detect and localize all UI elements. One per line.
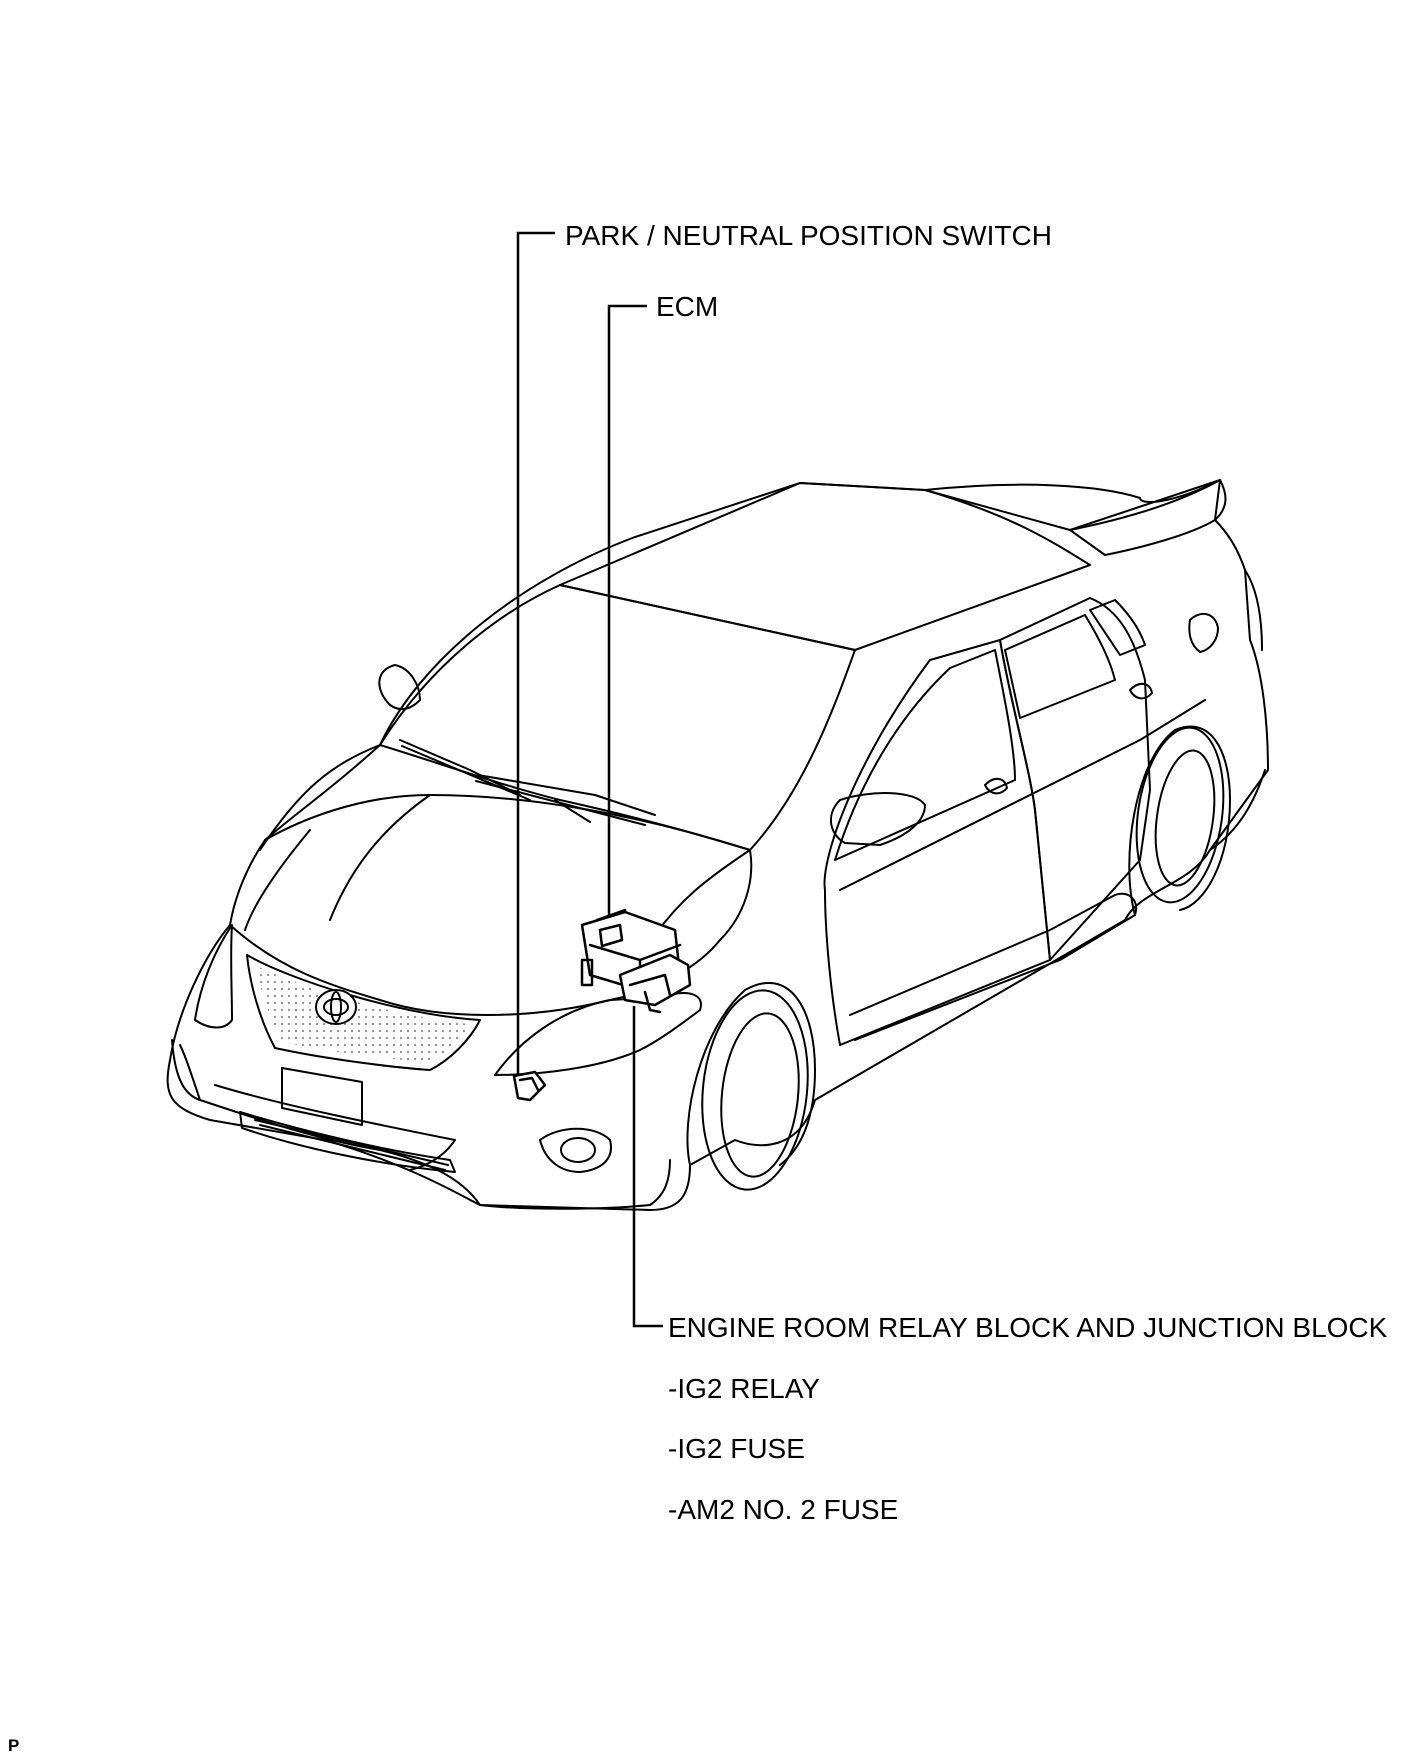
grille-mesh [255,965,470,1062]
headlamp-left [194,924,233,1029]
grille-outline [246,954,481,1071]
fog-lamp [560,1137,596,1163]
headlamp-right [494,992,702,1076]
side-mirror-right [830,792,926,846]
rear-wheel [1135,726,1225,904]
license-plate [281,1067,363,1126]
front-lower-intake [239,1111,456,1173]
front-wheel [701,989,809,1191]
relay-block [618,953,692,1014]
leader-relay-block [632,1006,663,1328]
wiper-left [399,739,531,801]
brand-emblem [315,989,357,1025]
leader-lines [516,231,663,1328]
rear-door-window [1004,614,1116,719]
rear-door-handle [1129,682,1153,700]
front-door-window [834,649,1016,861]
side-sill [849,892,1138,1041]
hood-center-crease [244,829,311,931]
ig2-fuse-label: -IG2 FUSE [668,1433,805,1464]
am2-no2-fuse-label: -AM2 NO. 2 FUSE [668,1494,899,1525]
figure-code: P [8,1736,20,1755]
roof-panel [559,482,1091,651]
front-wheel-arch [686,982,816,1166]
hood-rear-edge [259,744,751,936]
rear-quarter-window [1089,599,1146,656]
relay-block-label: ENGINE ROOM RELAY BLOCK AND JUNCTION BLO… [668,1312,1388,1343]
fuel-door [1188,612,1219,653]
rear-spoiler [1069,479,1227,556]
park-neutral-switch-label: PARK / NEUTRAL POSITION SWITCH [565,220,1052,251]
ecm-label: ECM [656,291,719,322]
rear-wheel-arch [1128,725,1231,916]
fog-lamp-housing [539,1127,612,1173]
car-illustration [166,479,1269,1211]
ig2-relay-label: -IG2 RELAY [668,1373,820,1404]
side-mirror-left [378,664,421,711]
windshield [379,584,856,851]
front-door-handle [984,777,1008,795]
leader-park-neutral [516,231,555,1074]
car-body-outline [166,479,1269,1211]
side-crease [839,699,1206,891]
front-bumper [171,1039,481,1206]
park-neutral-switch-part [512,1070,547,1102]
leader-ecm [607,304,647,918]
rear-door [999,597,1151,961]
